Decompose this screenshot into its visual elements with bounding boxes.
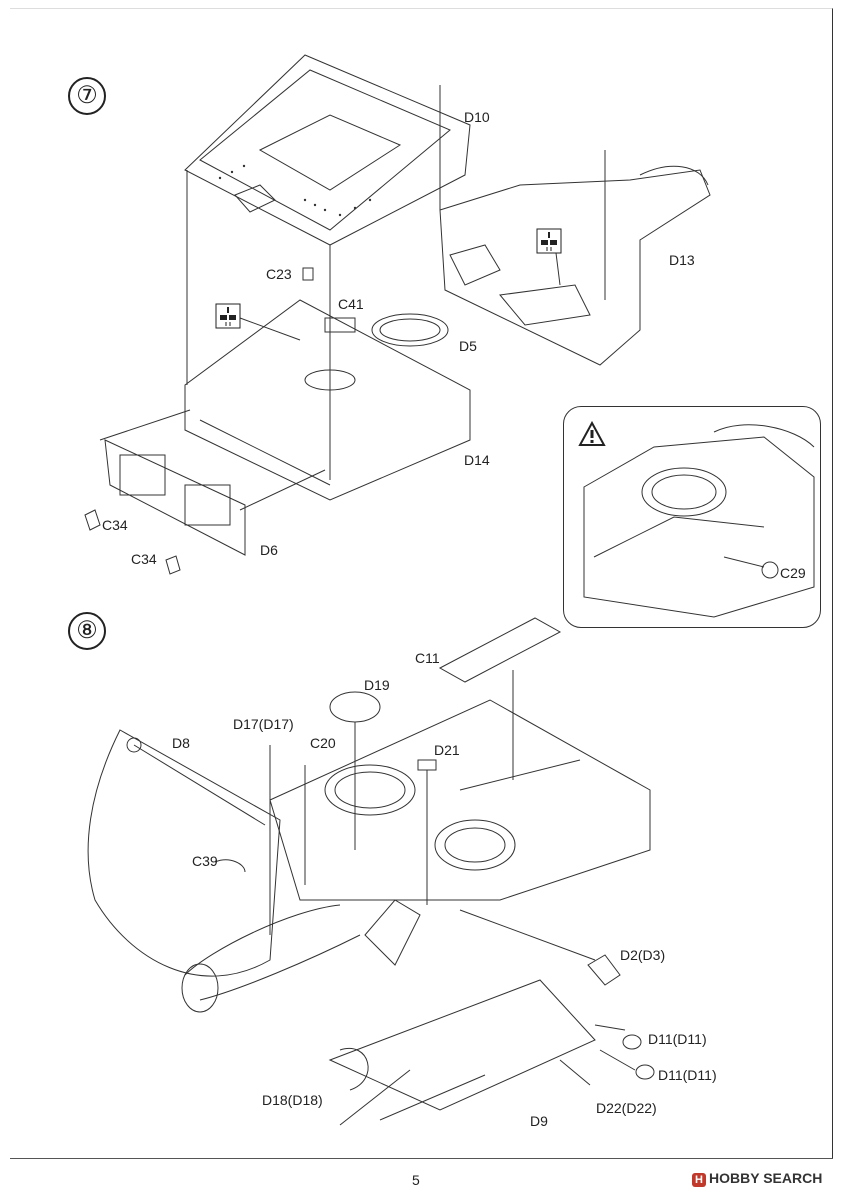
part-label-d18: D18(D18) [262,1092,323,1108]
part-label-c41: C41 [338,296,364,312]
step-number-7: ⑦ [68,77,106,115]
part-label-d22: D22(D22) [596,1100,657,1116]
part-label-d14: D14 [464,452,490,468]
part-label-d2: D2(D3) [620,947,666,963]
part-label-d19: D19 [364,677,390,693]
cement-icon [536,228,562,254]
part-label-d10: D10 [464,109,490,125]
part-label-d13: D13 [669,252,695,268]
step-number-8: ⑧ [68,612,106,650]
detail-inset: C29 [563,406,821,628]
part-label-d8: D8 [172,735,190,751]
part-label-d9: D9 [530,1113,548,1129]
warning-icon [578,421,606,446]
part-label-c29: C29 [780,565,806,581]
inset-drawing [583,424,815,618]
part-label-d17: D17(D17) [233,716,294,732]
part-label-d5: D5 [459,338,477,354]
part-label-d11-a: D11(D11) [648,1031,707,1047]
hobbysearch-logo-icon: H [692,1173,706,1187]
page-frame [10,8,833,1159]
part-label-d21: D21 [434,742,460,758]
footer-rule [10,1158,833,1159]
part-label-d6: D6 [260,542,278,558]
cement-icon [215,303,241,329]
part-label-c34-a: C34 [102,517,128,533]
part-label-d11-b: D11(D11) [658,1067,717,1083]
part-label-c39: C39 [192,853,218,869]
part-label-c20: C20 [310,735,336,751]
part-label-c23: C23 [266,266,292,282]
part-label-c11: C11 [415,650,440,666]
watermark-text: HOBBY SEARCH [709,1170,823,1186]
part-label-c34-b: C34 [131,551,157,567]
page-number: 5 [412,1172,420,1188]
